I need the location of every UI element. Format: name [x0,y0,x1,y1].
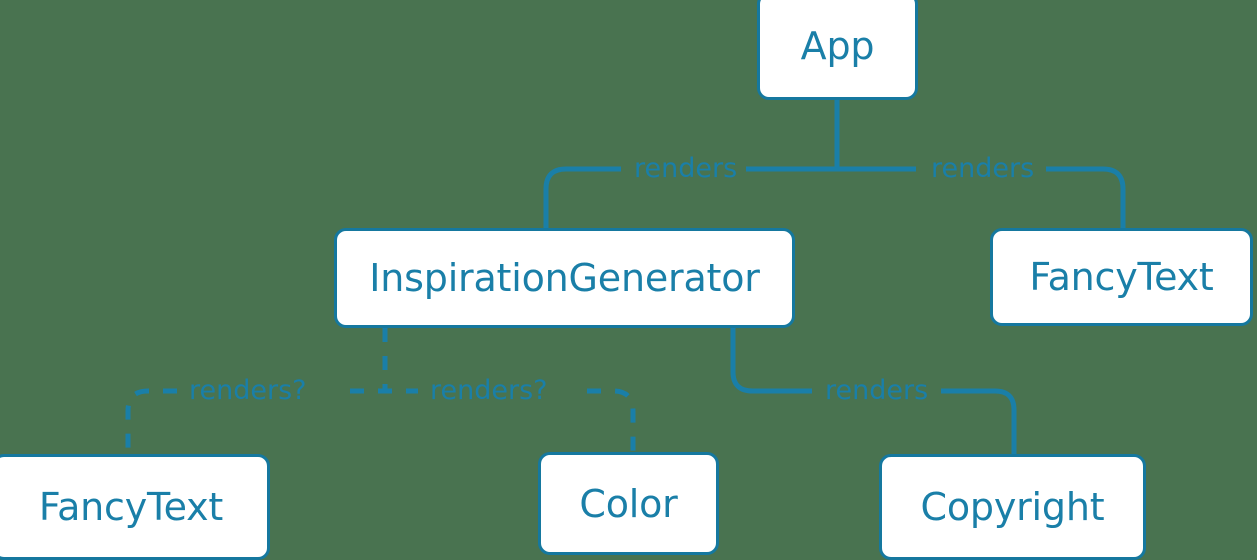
edge-inspiration-to-copyright [730,328,1017,454]
node-inspiration-generator[interactable]: InspirationGenerator [334,228,795,328]
edge-app-to-fancytext [834,100,1126,228]
edge-label-inspiration-fancytext: renders? [189,375,307,406]
edge-label-inspiration-copyright: renders [825,375,929,406]
edge-label-app-inspiration: renders [634,153,738,184]
edge-inspiration-to-color [382,328,636,452]
node-color[interactable]: Color [538,452,719,555]
node-color-label: Color [579,481,678,526]
node-copyright[interactable]: Copyright [879,454,1146,560]
edge-label-inspiration-color: renders? [430,375,548,406]
node-app[interactable]: App [757,0,918,100]
node-fancytext-bottom[interactable]: FancyText [0,454,270,560]
node-copyright-label: Copyright [920,485,1105,529]
node-fancytext-right[interactable]: FancyText [990,228,1253,326]
node-fancytext-bottom-label: FancyText [38,485,224,529]
node-inspiration-generator-label: InspirationGenerator [369,256,760,300]
node-fancytext-right-label: FancyText [1029,255,1214,299]
node-app-label: App [800,24,875,68]
edge-label-app-fancytext: renders [931,153,1035,184]
